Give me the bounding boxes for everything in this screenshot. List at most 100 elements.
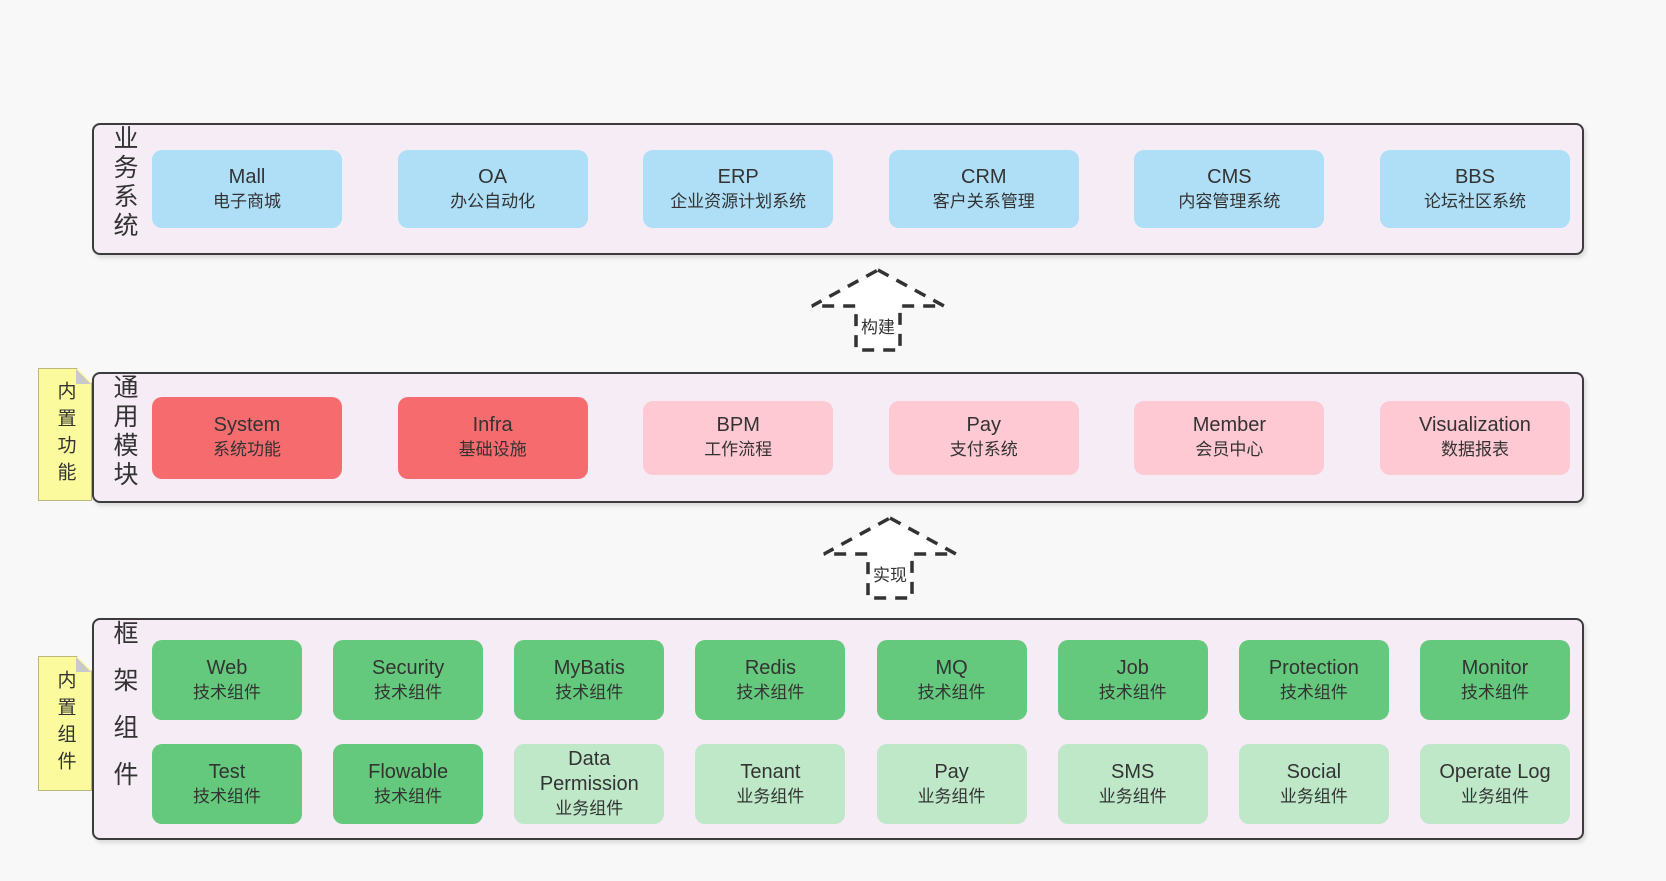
common-modules-row: System 系统功能 Infra 基础设施 BPM 工作流程 Pay 支付系统…	[152, 374, 1570, 501]
box-pay: Pay 支付系统	[888, 400, 1079, 475]
layer-side-label: 通用模块	[110, 374, 138, 490]
box-title: Job	[1116, 656, 1149, 679]
box-subtitle: 客户关系管理	[932, 191, 1035, 211]
box-member: Member 会员中心	[1134, 400, 1325, 475]
box-infra: Infra 基础设施	[397, 396, 588, 479]
box-subtitle: 技术组件	[1460, 682, 1529, 702]
box-title: System	[213, 414, 281, 436]
box-subtitle: 支付系统	[949, 440, 1018, 459]
box-subtitle: 技术组件	[917, 682, 986, 702]
box-operate-log: Operate Log 业务组件	[1419, 744, 1570, 824]
box-subtitle: 业务组件	[1460, 786, 1529, 806]
up-arrow-icon	[823, 516, 957, 600]
folded-corner-icon	[76, 657, 91, 672]
box-subtitle: 基础设施	[458, 440, 527, 459]
box-title: Web	[206, 656, 248, 679]
layer-business-systems: 业务系统 Mall 电子商城 OA 办公自动化 ERP 企业资源计划系统 CRM…	[92, 123, 1584, 255]
box-subtitle: 论坛社区系统	[1423, 191, 1526, 211]
box-title: Operate Log	[1439, 760, 1551, 783]
box-title: OA	[478, 165, 508, 188]
box-subtitle: 技术组件	[193, 786, 261, 806]
box-subtitle: 内容管理系统	[1178, 191, 1281, 211]
box-title: Redis	[744, 656, 796, 679]
box-protection: Protection 技术组件	[1238, 640, 1389, 720]
box-subtitle: 业务组件	[736, 786, 805, 806]
box-tenant: Tenant 业务组件	[695, 744, 846, 824]
box-bbs: BBS 论坛社区系统	[1379, 150, 1570, 228]
box-title: Social	[1286, 760, 1342, 783]
box-title: Member	[1192, 414, 1267, 436]
box-title: BBS	[1454, 165, 1495, 188]
sticky-note-label: 内置功能	[54, 380, 76, 489]
box-crm: CRM 客户关系管理	[888, 150, 1079, 228]
box-subtitle: 会员中心	[1195, 440, 1264, 459]
box-subtitle: 技术组件	[1098, 682, 1167, 702]
box-flowable: Flowable 技术组件	[333, 744, 484, 824]
box-title: Monitor	[1461, 656, 1529, 679]
box-title: Visualization	[1419, 414, 1531, 436]
box-visualization: Visualization 数据报表	[1379, 400, 1570, 475]
box-title: Infra	[472, 414, 513, 436]
arrow-label: 构建	[858, 313, 898, 338]
box-subtitle: 业务组件	[917, 786, 986, 806]
box-title: Protection	[1268, 656, 1359, 679]
box-title: MyBatis	[553, 656, 625, 679]
layer-side-label: 业务系统	[110, 125, 138, 241]
box-subtitle: 技术组件	[1279, 682, 1348, 702]
box-monitor: Monitor 技术组件	[1419, 640, 1570, 720]
layer-framework-components: 框架组件 Web 技术组件 Security 技术组件 MyBatis 技术组件…	[92, 618, 1584, 840]
box-pay-component: Pay 业务组件	[876, 744, 1027, 824]
box-title: CRM	[961, 165, 1007, 188]
box-title: Tenant	[740, 760, 801, 783]
box-cms: CMS 内容管理系统	[1134, 150, 1325, 228]
arrow-label: 实现	[870, 561, 910, 586]
box-subtitle: 技术组件	[555, 682, 624, 702]
box-title: SMS	[1111, 760, 1155, 783]
box-subtitle: 办公自动化	[450, 191, 536, 211]
arrow-implement: 实现	[820, 515, 960, 601]
layer-common-modules: 通用模块 System 系统功能 Infra 基础设施 BPM 工作流程 Pay…	[92, 372, 1584, 503]
box-test: Test 技术组件	[152, 744, 302, 824]
box-erp: ERP 企业资源计划系统	[643, 150, 834, 228]
box-title: MQ	[935, 656, 968, 679]
box-data-permission: Data Permission 业务组件	[514, 744, 665, 824]
box-subtitle: 工作流程	[704, 440, 773, 459]
box-oa: OA 办公自动化	[397, 150, 588, 228]
box-title: CMS	[1207, 165, 1252, 188]
arrow-build: 构建	[808, 267, 948, 353]
box-sms: SMS 业务组件	[1057, 744, 1208, 824]
box-title: ERP	[717, 165, 759, 188]
box-subtitle: 电子商城	[213, 191, 281, 211]
box-web: Web 技术组件	[152, 640, 302, 720]
framework-components-row-1: Web 技术组件 Security 技术组件 MyBatis 技术组件 Redi…	[152, 640, 1570, 720]
box-redis: Redis 技术组件	[695, 640, 846, 720]
box-title: Mall	[228, 165, 266, 188]
sticky-note-builtin-features: 内置功能	[38, 368, 92, 501]
box-title: Test	[208, 760, 246, 783]
sticky-note-label: 内置组件	[54, 669, 76, 778]
layer-side-label: 框架组件	[110, 620, 138, 808]
box-title: BPM	[716, 414, 760, 436]
box-title: Security	[372, 656, 445, 679]
box-system: System 系统功能	[152, 396, 342, 479]
box-subtitle: 技术组件	[374, 786, 443, 806]
up-arrow-icon	[811, 268, 945, 352]
box-social: Social 业务组件	[1238, 744, 1389, 824]
box-mybatis: MyBatis 技术组件	[514, 640, 665, 720]
box-job: Job 技术组件	[1057, 640, 1208, 720]
box-subtitle: 业务组件	[1279, 786, 1348, 806]
business-systems-row: Mall 电子商城 OA 办公自动化 ERP 企业资源计划系统 CRM 客户关系…	[152, 125, 1570, 253]
box-mq: MQ 技术组件	[876, 640, 1027, 720]
folded-corner-icon	[76, 369, 91, 384]
box-security: Security 技术组件	[333, 640, 484, 720]
box-subtitle: 技术组件	[374, 682, 443, 702]
box-subtitle: 业务组件	[1098, 786, 1167, 806]
box-title: Flowable	[368, 760, 449, 783]
box-title: Data Permission	[539, 748, 639, 795]
box-mall: Mall 电子商城	[152, 150, 342, 228]
box-title: Pay	[934, 760, 969, 783]
box-subtitle: 业务组件	[555, 799, 624, 818]
box-bpm: BPM 工作流程	[643, 400, 834, 475]
box-title: Pay	[966, 414, 1002, 436]
